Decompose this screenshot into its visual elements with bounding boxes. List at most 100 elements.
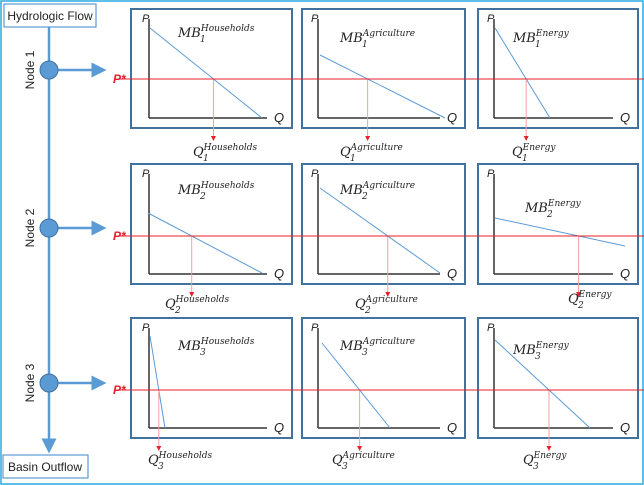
- q-base: Q: [148, 453, 159, 468]
- q-axis-label: Q: [447, 110, 457, 125]
- mb-base: MB: [339, 339, 363, 354]
- p-axis-label: P: [487, 168, 495, 180]
- marginal-benefit-curve: [147, 212, 263, 274]
- marginal-benefit-curve: [494, 27, 551, 119]
- node-label: Node 2: [23, 208, 37, 247]
- q-axis-label: Q: [620, 110, 630, 125]
- mb-node: 3: [200, 348, 206, 358]
- q-node: 1: [350, 154, 356, 164]
- p-axis-label: P: [142, 13, 150, 25]
- q-sector: Energy: [578, 290, 613, 300]
- q-axis-label: Q: [274, 110, 284, 125]
- mb-base: MB: [177, 183, 201, 198]
- q-axis-label: Q: [274, 420, 284, 435]
- mb-sector: Energy: [535, 29, 570, 39]
- marginal-benefit-curve: [494, 217, 626, 247]
- q-sector: Households: [158, 451, 213, 461]
- mb-node: 1: [362, 40, 368, 50]
- marginal-benefit-curve: [149, 27, 263, 119]
- q-sector: Households: [175, 295, 230, 305]
- q-sector: Energy: [522, 143, 557, 153]
- q-sector: Agriculture: [342, 451, 395, 461]
- marginal-benefit-curve: [494, 339, 591, 429]
- q-base: Q: [165, 297, 176, 312]
- marginal-benefit-curve: [149, 335, 166, 429]
- q-node: 1: [203, 154, 209, 164]
- mb-node: 1: [200, 35, 206, 45]
- panel-frame: [301, 8, 466, 129]
- mb-sector: Households: [200, 337, 255, 347]
- mb-node: 3: [535, 352, 541, 362]
- marginal-benefit-curve: [319, 54, 446, 119]
- panel-frame: [301, 317, 466, 439]
- p-axis-label: P: [311, 322, 319, 334]
- q-node: 1: [522, 154, 528, 164]
- q-node: 3: [533, 462, 539, 472]
- p-axis-label: P: [487, 13, 495, 25]
- mb-sector: Energy: [547, 199, 582, 209]
- mb-sector: Agriculture: [362, 181, 415, 191]
- mb-sector: Households: [200, 24, 255, 34]
- mb-node: 1: [535, 40, 541, 50]
- mb-base: MB: [177, 339, 201, 354]
- node-circle: [39, 373, 59, 393]
- q-base: Q: [193, 145, 204, 160]
- q-sector: Energy: [533, 451, 568, 461]
- q-node: 2: [174, 306, 181, 316]
- panel-frame: [477, 8, 639, 129]
- q-sector: Agriculture: [365, 295, 418, 305]
- mb-sector: Agriculture: [362, 29, 415, 39]
- q-axis-label: Q: [447, 420, 457, 435]
- source-label: Hydrologic Flow: [7, 9, 93, 23]
- q-base: Q: [523, 453, 534, 468]
- mb-sector: Energy: [535, 341, 570, 351]
- mb-sector: Households: [200, 181, 255, 191]
- outflow-label: Basin Outflow: [8, 460, 82, 474]
- q-axis-label: Q: [274, 266, 284, 281]
- outflow-box: Basin Outflow: [2, 454, 89, 479]
- panel-frame: [477, 317, 639, 439]
- q-node: 3: [342, 462, 348, 472]
- q-node: 3: [158, 462, 164, 472]
- mb-base: MB: [339, 31, 363, 46]
- panel-frame: [477, 163, 639, 285]
- q-base: Q: [332, 453, 343, 468]
- mb-base: MB: [512, 343, 536, 358]
- q-base: Q: [340, 145, 351, 160]
- mb-node: 2: [546, 210, 553, 220]
- marginal-benefit-curve: [321, 342, 391, 429]
- p-axis-label: P: [487, 322, 495, 334]
- q-base: Q: [568, 292, 579, 307]
- p-axis-label: P: [311, 13, 319, 25]
- mb-node: 2: [199, 192, 206, 202]
- q-axis-label: Q: [447, 266, 457, 281]
- node-label: Node 3: [23, 363, 37, 402]
- q-node: 2: [364, 306, 371, 316]
